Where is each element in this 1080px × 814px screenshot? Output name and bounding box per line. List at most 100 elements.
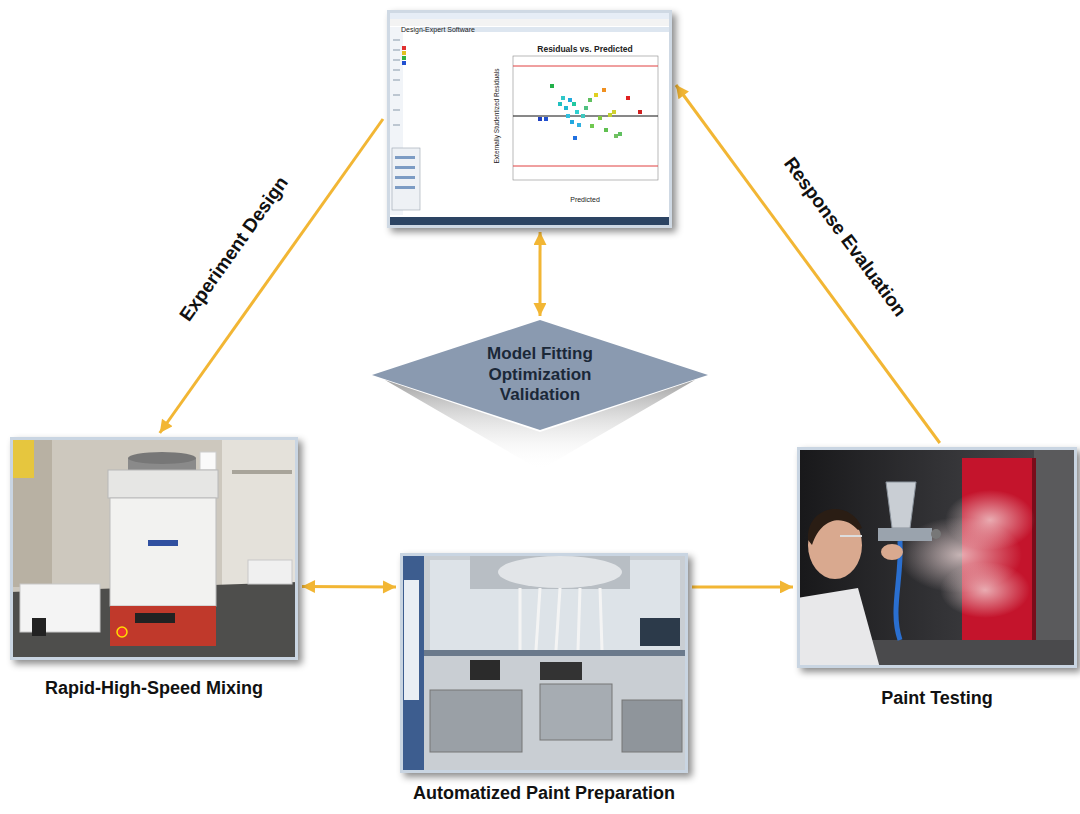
data-point bbox=[558, 102, 562, 106]
flow-arrow bbox=[539, 232, 542, 316]
screen-text: Externally Studentized Residuals bbox=[493, 68, 500, 163]
data-point bbox=[572, 102, 576, 106]
tray-block bbox=[470, 660, 500, 680]
mixer-display bbox=[135, 613, 175, 623]
robot-head bbox=[470, 553, 630, 589]
screen-text: Design-Expert Software bbox=[401, 26, 475, 34]
spray-photo-art bbox=[797, 447, 1077, 668]
data-point bbox=[588, 98, 592, 102]
lab-coat bbox=[797, 588, 880, 668]
data-point bbox=[564, 106, 568, 110]
data-point bbox=[614, 134, 618, 138]
mixing-cup bbox=[200, 452, 216, 470]
software-screenshot: Design-Expert SoftwareResiduals vs. Pred… bbox=[387, 10, 672, 228]
data-point bbox=[573, 136, 577, 140]
flow-arrow bbox=[160, 119, 383, 433]
metal-box bbox=[622, 700, 682, 752]
dosing-tube bbox=[519, 588, 522, 650]
stop-button bbox=[117, 627, 127, 637]
tree-item bbox=[393, 125, 400, 126]
metal-box bbox=[430, 690, 522, 752]
limit-line bbox=[513, 66, 658, 67]
tree-item bbox=[393, 95, 400, 96]
diamond-label: Model Fitting Optimization Validation bbox=[481, 344, 599, 405]
data-point bbox=[638, 110, 642, 114]
robot-cylinder bbox=[498, 556, 622, 588]
screenshot-art bbox=[387, 10, 672, 228]
data-point bbox=[626, 96, 630, 100]
mixer-photo-art bbox=[10, 437, 298, 660]
data-point bbox=[561, 96, 565, 100]
control-panel bbox=[392, 148, 420, 210]
spray-mist bbox=[940, 562, 1030, 618]
data-point bbox=[608, 113, 612, 117]
mixer-badge bbox=[148, 540, 178, 546]
data-point bbox=[604, 128, 608, 132]
dosing-tube bbox=[536, 588, 540, 650]
data-point bbox=[618, 132, 622, 136]
wall-sign bbox=[12, 440, 34, 478]
tree-item bbox=[393, 40, 400, 41]
data-point bbox=[550, 84, 554, 88]
control-item bbox=[395, 156, 415, 159]
data-point bbox=[581, 114, 585, 118]
robot-photo-art bbox=[400, 553, 688, 773]
booth-wall bbox=[1034, 447, 1077, 668]
photo-frame bbox=[10, 437, 298, 660]
edge-label: Experiment Design bbox=[175, 173, 293, 326]
plot-title: Residuals vs. Predicted bbox=[537, 45, 632, 54]
diamond-shape bbox=[372, 320, 708, 430]
photo-frame bbox=[797, 447, 1077, 668]
metal-box bbox=[540, 684, 612, 740]
data-point bbox=[566, 114, 570, 118]
photo-panel: Rapid-High-Speed Mixing bbox=[10, 437, 298, 700]
monitor bbox=[640, 618, 680, 646]
paint-cup bbox=[886, 482, 916, 528]
mixer-base bbox=[110, 606, 216, 646]
tree-item bbox=[393, 60, 400, 61]
screenshot-frame: Design-Expert SoftwareResiduals vs. Pred… bbox=[387, 10, 672, 228]
tray-block bbox=[540, 662, 582, 680]
photo-frame bbox=[400, 553, 688, 773]
color-key bbox=[402, 46, 406, 50]
spray-nozzle bbox=[931, 529, 941, 539]
screen-text: Predicted bbox=[570, 196, 600, 204]
wall-shadow bbox=[10, 437, 52, 587]
mixer-top bbox=[108, 470, 218, 498]
data-point bbox=[575, 110, 579, 114]
lab-wall bbox=[10, 437, 298, 660]
control-item bbox=[395, 186, 415, 189]
window-ground bbox=[387, 10, 672, 228]
spray-gun bbox=[878, 528, 932, 541]
color-key bbox=[402, 51, 406, 55]
data-point bbox=[598, 116, 602, 120]
connectors bbox=[160, 85, 940, 587]
zero-line bbox=[513, 116, 658, 117]
data-point bbox=[612, 110, 616, 114]
data-point bbox=[577, 123, 581, 127]
robot-rail bbox=[424, 650, 688, 656]
side-wall bbox=[222, 437, 298, 587]
mixer-lid-top bbox=[128, 452, 196, 464]
tree-item bbox=[393, 110, 400, 111]
flow-arrow bbox=[302, 585, 396, 589]
control-item bbox=[395, 166, 415, 169]
tool-bar bbox=[387, 19, 672, 26]
edge-label: Response Evaluation bbox=[779, 153, 911, 321]
limit-line bbox=[513, 166, 658, 167]
spray-mist bbox=[945, 490, 1035, 550]
data-point bbox=[570, 120, 574, 124]
safety-glasses bbox=[840, 535, 862, 537]
panel-edge bbox=[1032, 458, 1036, 640]
flow-arrow bbox=[692, 585, 793, 588]
flow-arrow bbox=[676, 85, 940, 443]
side-tray bbox=[248, 560, 292, 584]
data-point bbox=[544, 117, 548, 121]
data-point bbox=[602, 88, 606, 92]
diamond-text: Model Fitting Optimization Validation bbox=[481, 344, 599, 405]
dosing-tube bbox=[600, 588, 602, 650]
color-key bbox=[402, 56, 406, 60]
booth-ground bbox=[797, 447, 1077, 668]
